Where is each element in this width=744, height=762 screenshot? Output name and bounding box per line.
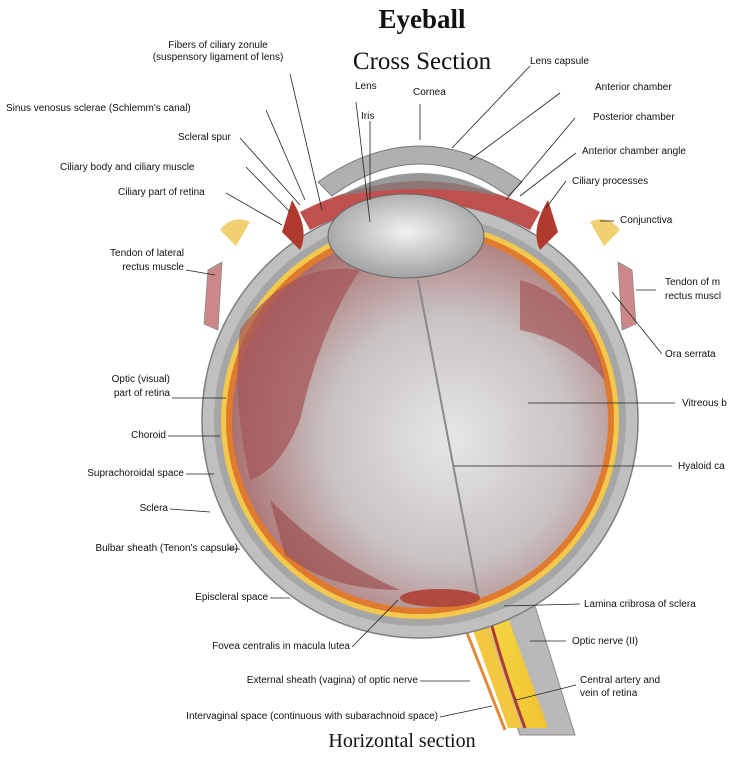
label-sclera: Sclera bbox=[60, 503, 168, 515]
medial-rectus-tendon bbox=[618, 262, 636, 330]
label-central-artery-1: Central artery and bbox=[580, 675, 660, 687]
label-optic-nerve: Optic nerve (II) bbox=[572, 636, 638, 648]
label-ciliary-part-retina: Ciliary part of retina bbox=[118, 187, 205, 199]
label-suprachoroidal: Suprachoroidal space bbox=[20, 468, 184, 480]
label-ciliary-processes: Ciliary processes bbox=[572, 176, 648, 188]
label-intervaginal: Intervaginal space (continuous with suba… bbox=[60, 711, 438, 723]
label-tendon-medial-2: rectus muscl bbox=[665, 291, 721, 303]
label-lens-capsule: Lens capsule bbox=[530, 56, 589, 68]
label-ora-serrata: Ora serrata bbox=[665, 349, 716, 361]
label-iris: Iris bbox=[361, 111, 374, 123]
label-hyaloid: Hyaloid ca bbox=[678, 461, 725, 473]
diagram-footer: Horizontal section bbox=[230, 730, 574, 753]
label-conjunctiva: Conjunctiva bbox=[620, 215, 672, 227]
label-scleral-spur: Scleral spur bbox=[178, 132, 231, 144]
fovea bbox=[400, 589, 480, 607]
label-external-sheath: External sheath (vagina) of optic nerve bbox=[140, 675, 418, 687]
lens-body bbox=[328, 194, 484, 278]
label-lamina-cribrosa: Lamina cribrosa of sclera bbox=[584, 599, 696, 611]
label-choroid: Choroid bbox=[60, 430, 166, 442]
label-anterior-chamber-angle: Anterior chamber angle bbox=[582, 146, 686, 158]
label-episcleral: Episcleral space bbox=[100, 592, 268, 604]
conjunctiva-left bbox=[220, 219, 250, 246]
label-optic-part-retina-2: part of retina bbox=[60, 388, 170, 400]
ciliary-body-right bbox=[536, 200, 558, 250]
label-sinus-venosus: Sinus venosus sclerae (Schlemm's canal) bbox=[6, 103, 191, 115]
label-fovea: Fovea centralis in macula lutea bbox=[100, 641, 350, 653]
label-posterior-chamber: Posterior chamber bbox=[593, 112, 675, 124]
label-central-artery-2: vein of retina bbox=[580, 688, 637, 700]
label-cornea: Cornea bbox=[413, 87, 446, 99]
label-fibers-zonule-2: (suspensory ligament of lens) bbox=[108, 52, 328, 64]
lateral-rectus-tendon bbox=[204, 262, 222, 330]
label-ciliary-body: Ciliary body and ciliary muscle bbox=[60, 162, 195, 174]
label-bulbar-sheath: Bulbar sheath (Tenon's capsule) bbox=[0, 543, 238, 555]
conjunctiva-right bbox=[590, 219, 620, 246]
label-tendon-medial-1: Tendon of m bbox=[665, 277, 720, 289]
label-fibers-zonule-1: Fibers of ciliary zonule bbox=[118, 40, 318, 52]
label-anterior-chamber: Anterior chamber bbox=[595, 82, 672, 94]
label-tendon-lateral-1: Tendon of lateral bbox=[40, 248, 184, 260]
label-tendon-lateral-2: rectus muscle bbox=[40, 262, 184, 274]
label-vitreous: Vitreous b bbox=[682, 398, 727, 410]
label-optic-part-retina-1: Optic (visual) bbox=[60, 374, 170, 386]
label-lens: Lens bbox=[355, 81, 377, 93]
